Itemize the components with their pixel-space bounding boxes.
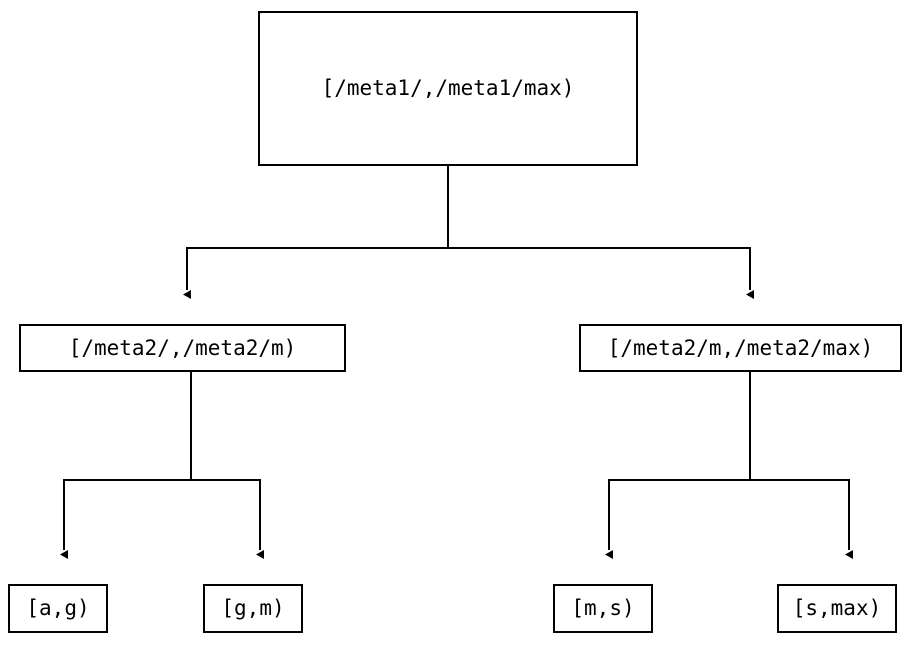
edge-mid-right-to-leaf-3 (605, 372, 751, 559)
node-mid-right[interactable]: [/meta2/m,/meta2/max) (579, 324, 902, 372)
edge-root-to-mid-right (447, 166, 754, 299)
node-root-label: [/meta1/,/meta1/max) (321, 76, 575, 100)
edge-root-to-mid-left (183, 166, 449, 299)
node-leaf-3-label: [m,s) (571, 596, 635, 620)
node-leaf-3[interactable]: [m,s) (553, 584, 653, 633)
node-leaf-2[interactable]: [g,m) (203, 584, 303, 633)
node-leaf-1[interactable]: [a,g) (8, 584, 108, 633)
node-mid-left[interactable]: [/meta2/,/meta2/m) (19, 324, 346, 372)
node-mid-right-label: [/meta2/m,/meta2/max) (607, 335, 874, 360)
node-leaf-1-label: [a,g) (26, 596, 90, 620)
edge-mid-right-to-leaf-4 (749, 372, 853, 559)
node-leaf-2-label: [g,m) (221, 596, 285, 620)
node-root[interactable]: [/meta1/,/meta1/max) (258, 11, 638, 166)
edge-mid-left-to-leaf-2 (190, 372, 264, 559)
edge-mid-left-to-leaf-1 (60, 372, 192, 559)
node-leaf-4[interactable]: [s,max) (777, 584, 897, 633)
node-leaf-4-label: [s,max) (792, 596, 882, 620)
node-mid-left-label: [/meta2/,/meta2/m) (68, 335, 297, 360)
